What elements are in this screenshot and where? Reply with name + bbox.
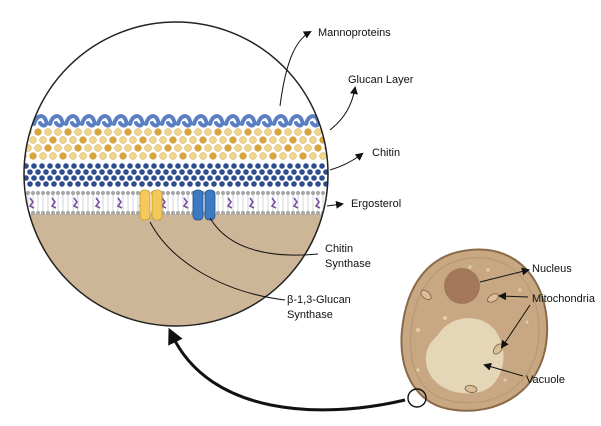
nucleus-arrow: [479, 267, 530, 283]
vacuole-shape: [425, 318, 504, 394]
mitochondria-arrow-1: [498, 292, 529, 301]
glucan-layer: [24, 128, 328, 160]
yeast-cell: [400, 248, 549, 412]
label-vacuole: Vacuole: [526, 374, 565, 386]
chitin-synthase-arrow: [209, 217, 319, 256]
magnifier-border: [23, 21, 329, 327]
vacuole-arrow: [483, 362, 524, 377]
label-mannoproteins: Mannoproteins: [318, 27, 391, 39]
label-chitin: Chitin: [372, 147, 400, 159]
label-glucan-layer: Glucan Layer: [348, 74, 414, 86]
label-glucan-synthase-1: β-1,3-Glucan: [287, 294, 351, 306]
label-arrows: [149, 31, 531, 377]
zoom-region-marker: [407, 388, 427, 408]
label-chitin-synthase-1: Chitin: [325, 243, 353, 255]
glucan-synthase-arrow: [149, 221, 286, 301]
chitin-synthase-protein: [192, 189, 216, 221]
mannoproteins-arrow: [279, 31, 312, 107]
label-mitochondria: Mitochondria: [532, 293, 596, 305]
label-ergosterol: Ergosterol: [351, 198, 401, 210]
label-nucleus: Nucleus: [532, 263, 572, 275]
mitochondria-shapes: [420, 289, 504, 394]
ergosterol-arrow: [326, 200, 344, 209]
labels: Mannoproteins Glucan Layer Chitin Ergost…: [287, 27, 596, 386]
glucan-layer-arrow: [329, 86, 358, 131]
magnified-cell-wall: [23, 21, 329, 327]
nucleus-shape: [444, 268, 480, 304]
mitochondria-arrow-2: [500, 304, 531, 349]
chitin-layer: [24, 163, 328, 187]
label-glucan-synthase-2: Synthase: [287, 309, 333, 321]
label-chitin-synthase-2: Synthase: [325, 258, 371, 270]
chitin-arrow: [329, 152, 364, 171]
glucan-synthase-protein: [139, 189, 163, 221]
zoom-arrow: [168, 327, 406, 412]
